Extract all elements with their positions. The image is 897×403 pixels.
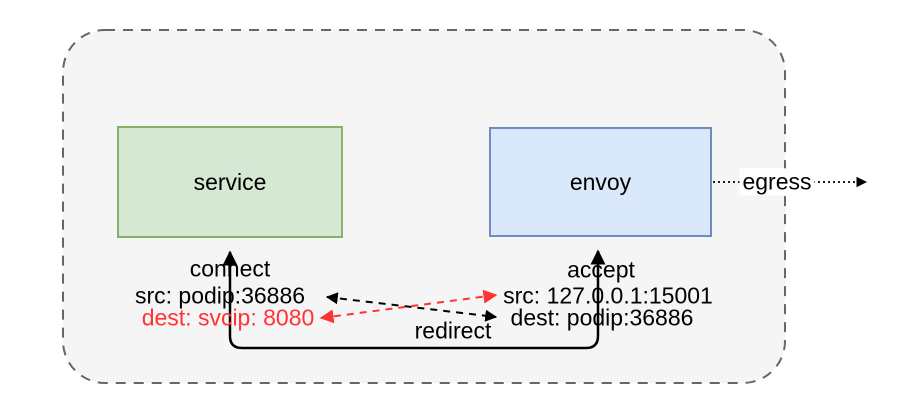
dest-podip-label: dest: podip:36886 [510, 304, 694, 331]
src-localhost-label: src: 127.0.0.1:15001 [503, 282, 713, 309]
service-node: service [117, 126, 343, 238]
connect-accept-arrow [222, 249, 606, 350]
connect-label: connect [189, 255, 271, 282]
envoy-node: envoy [489, 127, 712, 237]
pod-boundary [62, 29, 786, 384]
dest-svcip-label: dest: svcip: 8080 [141, 304, 315, 331]
service-node-label: service [193, 168, 267, 195]
redirect-red-arrow [319, 289, 498, 324]
redirect-label: redirect [414, 317, 492, 344]
envoy-node-label: envoy [569, 168, 632, 195]
src-podip-label: src: podip:36886 [134, 282, 306, 309]
accept-label: accept [567, 256, 635, 283]
egress-label: egress [739, 168, 815, 196]
